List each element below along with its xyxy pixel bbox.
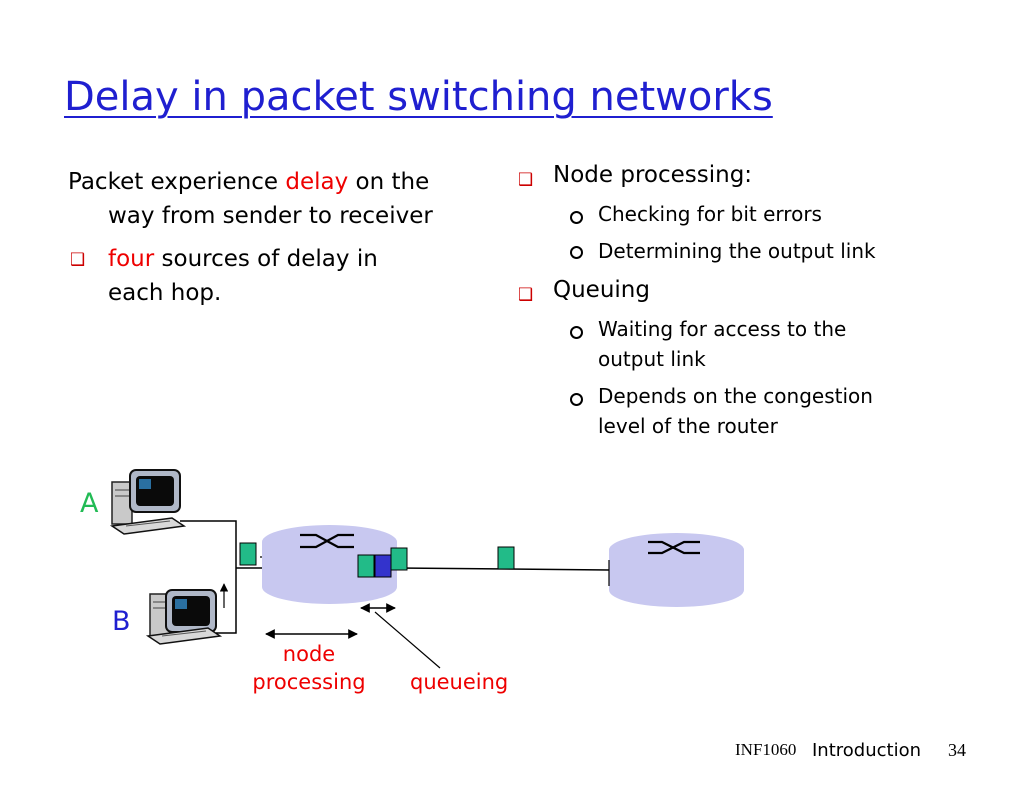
intro-text: Packet experience delay on the <box>68 165 429 199</box>
queued-packet <box>374 554 392 578</box>
node-processing-line1: node <box>282 642 336 666</box>
circle-bullet-icon <box>570 211 583 224</box>
bullet-suffix: sources of delay in <box>154 246 378 272</box>
router-2 <box>609 533 744 607</box>
intro-line2: way from sender to receiver <box>108 203 433 229</box>
bullet-text: four sources of delay in <box>108 242 378 276</box>
square-bullet-icon: ❑ <box>70 250 86 270</box>
transmitting-packet <box>390 547 408 571</box>
sub-output-link: Determining the output link <box>598 239 876 263</box>
intro-highlight: delay <box>285 169 349 195</box>
circle-bullet-icon <box>570 246 583 259</box>
bullet-line2: each hop. <box>108 280 222 306</box>
item-node-processing: Node processing: <box>553 162 753 188</box>
page-number: 34 <box>948 740 966 760</box>
access-links <box>180 520 262 634</box>
intro-suffix: on the <box>348 169 430 195</box>
computer-a-icon <box>109 469 187 535</box>
bullet-highlight: four <box>108 246 155 272</box>
router-1 <box>262 525 397 604</box>
sub-waiting-line2: output link <box>598 347 706 371</box>
sub-congestion-line2: level of the router <box>598 414 778 438</box>
sub-check-bit-errors: Checking for bit errors <box>598 202 822 226</box>
queued-packet <box>357 554 375 578</box>
host-a-label: A <box>80 488 99 519</box>
sub-waiting-line1: Waiting for access to the <box>598 317 847 341</box>
footer-section: Introduction <box>812 740 922 761</box>
packet <box>239 542 257 566</box>
host-b-label: B <box>112 606 131 637</box>
circle-bullet-icon <box>570 393 583 406</box>
square-bullet-icon: ❑ <box>518 285 534 305</box>
circle-bullet-icon <box>570 326 583 339</box>
slide-title: Delay in packet switching networks <box>64 74 773 120</box>
footer-course: INF1060 <box>735 740 797 759</box>
in-flight-packet <box>497 546 515 570</box>
item-queuing: Queuing <box>553 277 650 303</box>
intro-prefix: Packet experience <box>68 169 286 195</box>
queueing-label: queueing <box>410 670 509 694</box>
sub-congestion-line1: Depends on the congestion <box>598 384 873 408</box>
computer-b-icon <box>145 589 223 645</box>
node-processing-line2: processing <box>252 670 366 694</box>
queueing-pointer <box>374 611 441 669</box>
square-bullet-icon: ❑ <box>518 170 534 190</box>
node-processing-label: node processing <box>248 640 370 696</box>
